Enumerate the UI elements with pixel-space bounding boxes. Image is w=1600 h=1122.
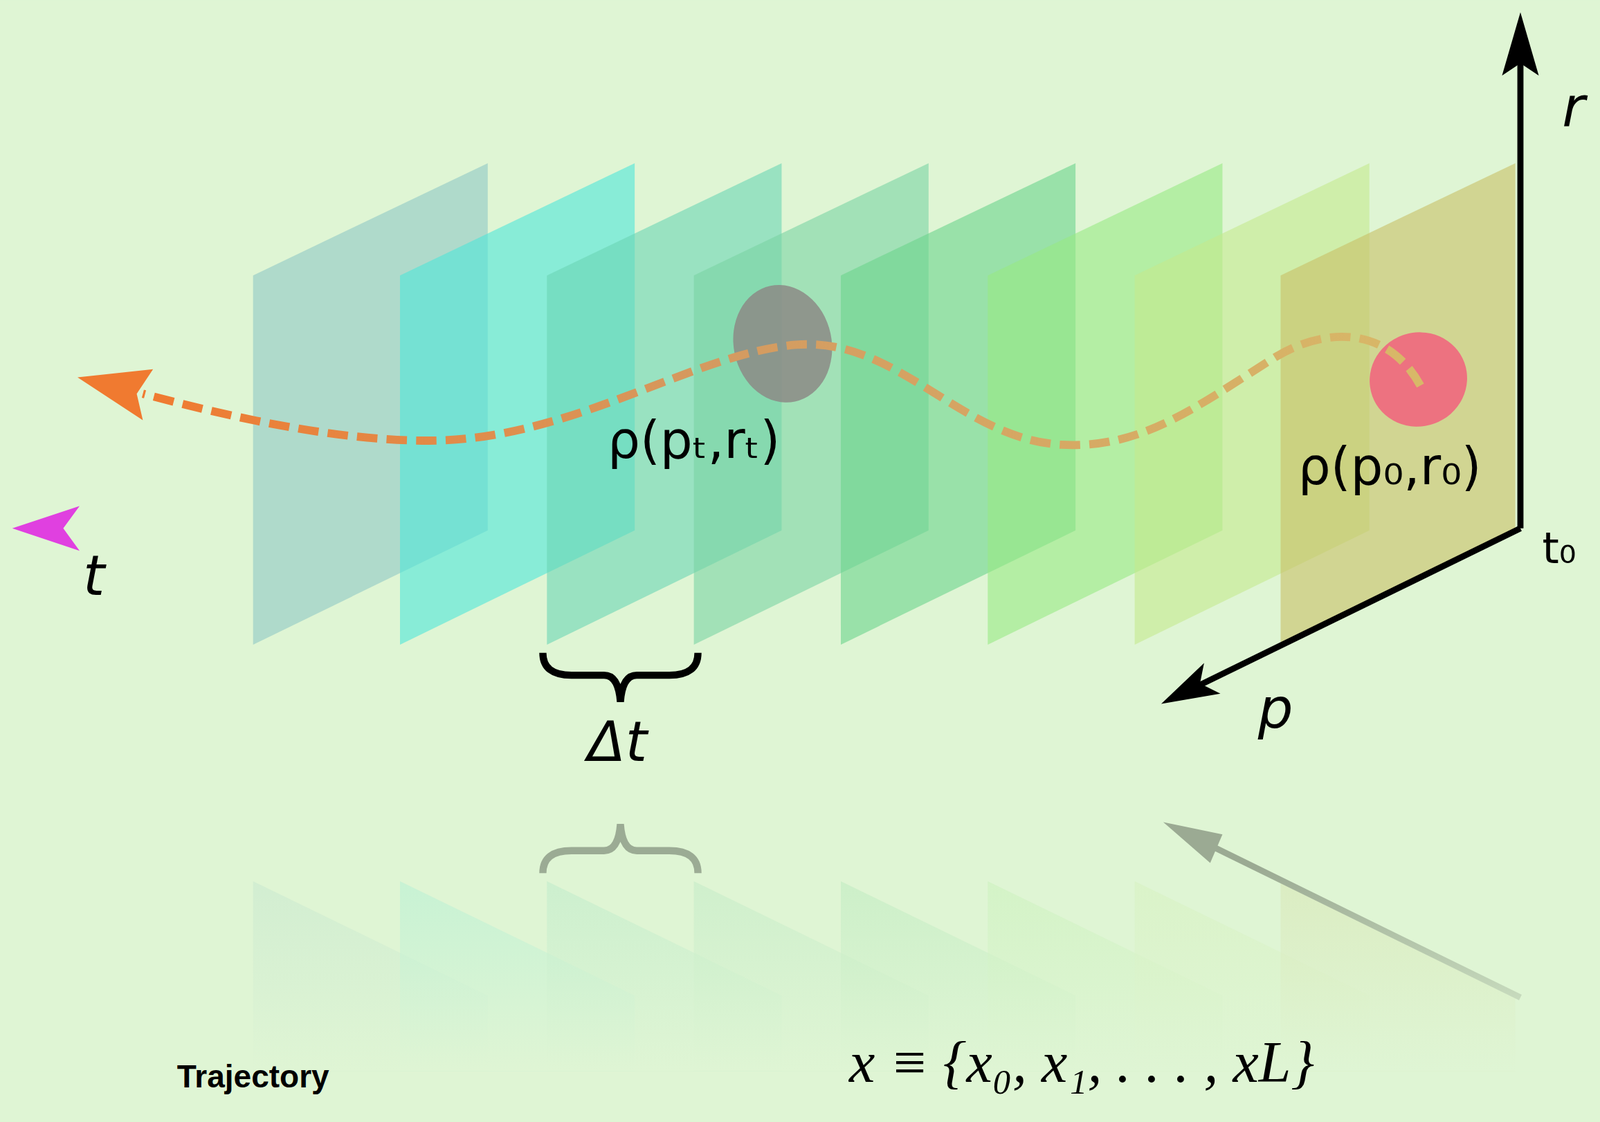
arrowhead [1501,12,1539,76]
trajectory-curve [142,337,1421,445]
origin-label: t₀ [1541,525,1576,573]
axis-label: p [1258,678,1294,740]
reflection-fade [0,867,1600,1072]
axis-label: t [83,546,105,607]
density-label: ρ(pₜ,rₜ) [607,412,780,469]
arrowhead [1161,662,1221,704]
section-label: Trajectory [177,1058,330,1095]
interval-brace [542,653,698,703]
time-axis [40,525,1521,532]
interval-label: Δt [587,712,648,774]
axis-label: r [1561,76,1585,138]
time-slice [1280,163,1515,645]
p-axis [1199,528,1521,686]
formula: x ≡ {x₀, x₁, . . . , xL} [849,1031,1315,1095]
arrowhead [77,369,153,421]
density-label: ρ(p₀,r₀) [1298,439,1482,496]
time-slices [253,163,1516,645]
arrowhead [12,505,80,551]
r-axis [1517,61,1524,529]
